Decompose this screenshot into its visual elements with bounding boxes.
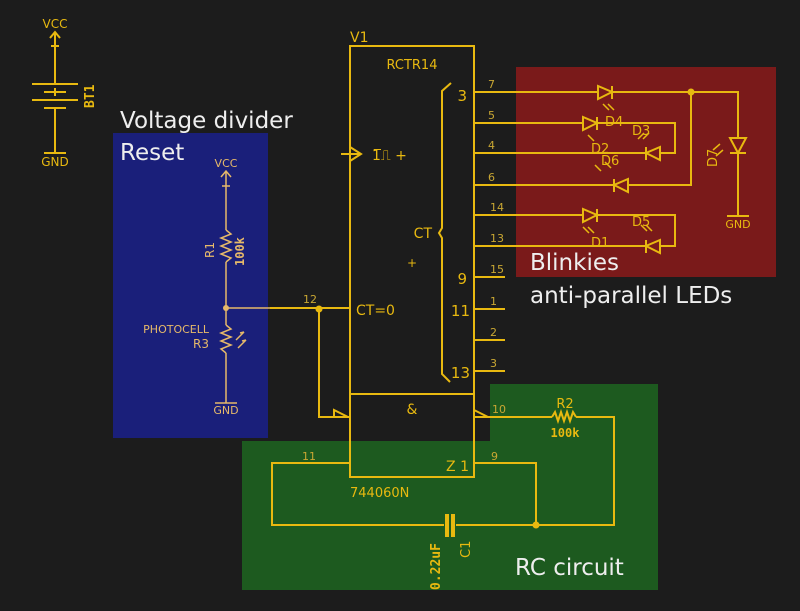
led-d4-icon[interactable] [582, 115, 600, 132]
c1-value: 0.22uF [429, 543, 444, 590]
led-ref-d6: D6 [601, 154, 619, 169]
r2-ref: R2 [556, 397, 573, 412]
clock-arrow-icon [341, 146, 363, 162]
reset-region [113, 133, 268, 438]
led-gnd-label: GND [725, 218, 750, 231]
led-ref-d5: D5 [632, 215, 650, 230]
pin-1: 1 [490, 295, 497, 308]
pin-7: 7 [488, 78, 495, 91]
c1-ref: C1 [459, 541, 474, 558]
led-ref-d1: D1 [591, 236, 609, 251]
pin-13: 13 [490, 232, 504, 245]
blinkies-region-title-1: Blinkies [530, 250, 619, 276]
rc-region [242, 384, 658, 590]
led-d6-icon[interactable] [611, 177, 629, 194]
r1-value: 100k [233, 236, 247, 266]
pin-2: 2 [490, 326, 497, 339]
led-network: GND D4 D3 D2 D6 D5 D1 D7 [520, 84, 751, 255]
output-bit-3: 3 [457, 87, 467, 105]
battery-bt1[interactable]: VCC GND BT1 [32, 17, 98, 169]
ic-body [349, 45, 475, 478]
led-ref-d3: D3 [632, 124, 650, 139]
output-bit-13: 13 [451, 364, 470, 382]
pin-3: 3 [490, 357, 497, 370]
vcc-arrow-icon [220, 169, 232, 230]
battery-gnd-label: GND [41, 155, 69, 169]
divider-gnd-label: GND [213, 404, 238, 417]
battery-ref: BT1 [83, 84, 98, 108]
resistor-r1-icon[interactable] [218, 229, 234, 263]
vcc-arrow-icon [49, 30, 61, 84]
plus-mark: + [407, 256, 417, 270]
r2-value: 100k [551, 426, 581, 440]
pin-10-label: 10 [492, 403, 506, 416]
reset-region-title-2: Reset [120, 140, 184, 166]
ic-part: 744060N [350, 486, 409, 501]
battery-vcc-label: VCC [43, 17, 68, 31]
gate-input-wire [318, 309, 350, 418]
ct-reset-label: CT=0 [356, 303, 395, 319]
r3-type: PHOTOCELL [143, 323, 210, 336]
led-d5-icon[interactable] [582, 207, 600, 224]
resistor-r2-icon[interactable] [551, 408, 577, 425]
led-d7-icon[interactable] [727, 137, 749, 217]
voltage-divider: VCC R1 100k PHOTOCELL R3 GND [143, 157, 270, 417]
pin-14: 14 [490, 201, 504, 214]
r1-ref: R1 [203, 242, 217, 258]
pin-11-label: 11 [302, 450, 316, 463]
battery-icon [32, 83, 78, 109]
led-icon[interactable] [597, 84, 615, 101]
blinkies-region-title-2: anti-parallel LEDs [530, 283, 732, 309]
capacitor-c1-icon[interactable] [445, 514, 455, 537]
r3-ref: R3 [193, 337, 209, 351]
pin-9-label: 9 [491, 450, 498, 463]
pin-6: 6 [488, 171, 495, 184]
pin-15: 15 [490, 263, 504, 276]
pin-5: 5 [488, 109, 495, 122]
pin-4: 4 [488, 139, 495, 152]
z-label: Z 1 [446, 459, 469, 475]
led-d3-icon[interactable] [643, 145, 661, 162]
output-brace [437, 82, 452, 383]
reset-region-title-1: Voltage divider [120, 108, 293, 134]
and-label: & [407, 402, 418, 418]
output-bit-11: 11 [451, 302, 470, 320]
rc-oscillator: 10 R2 100k 9 11 C1 0.22uF [271, 397, 615, 590]
ic-ref: V1 [350, 30, 368, 46]
light-arrows-icon [235, 331, 247, 349]
led-d1-icon[interactable] [643, 238, 661, 255]
led-ref-d2: D2 [591, 142, 609, 157]
output-bit-9: 9 [457, 270, 467, 288]
pin-12-label: 12 [303, 293, 317, 306]
photocell-r3-icon[interactable] [218, 324, 234, 354]
led-ref-d7: D7 [706, 149, 721, 167]
ct-label: CT [414, 226, 433, 242]
divider-vcc-label: VCC [215, 157, 238, 170]
clock-symbol: 1̅⎍ + [372, 148, 407, 164]
rc-region-title: RC circuit [515, 555, 624, 581]
ic-counter-label: RCTR14 [387, 58, 438, 73]
led-ref-d4: D4 [605, 115, 623, 130]
right-pins: 7 5 4 6 14 13 15 1 2 3 [474, 78, 520, 372]
ic-v1[interactable]: V1 RCTR14 1̅⎍ + CT + CT=0 3 9 11 13 & Z … [341, 30, 489, 501]
